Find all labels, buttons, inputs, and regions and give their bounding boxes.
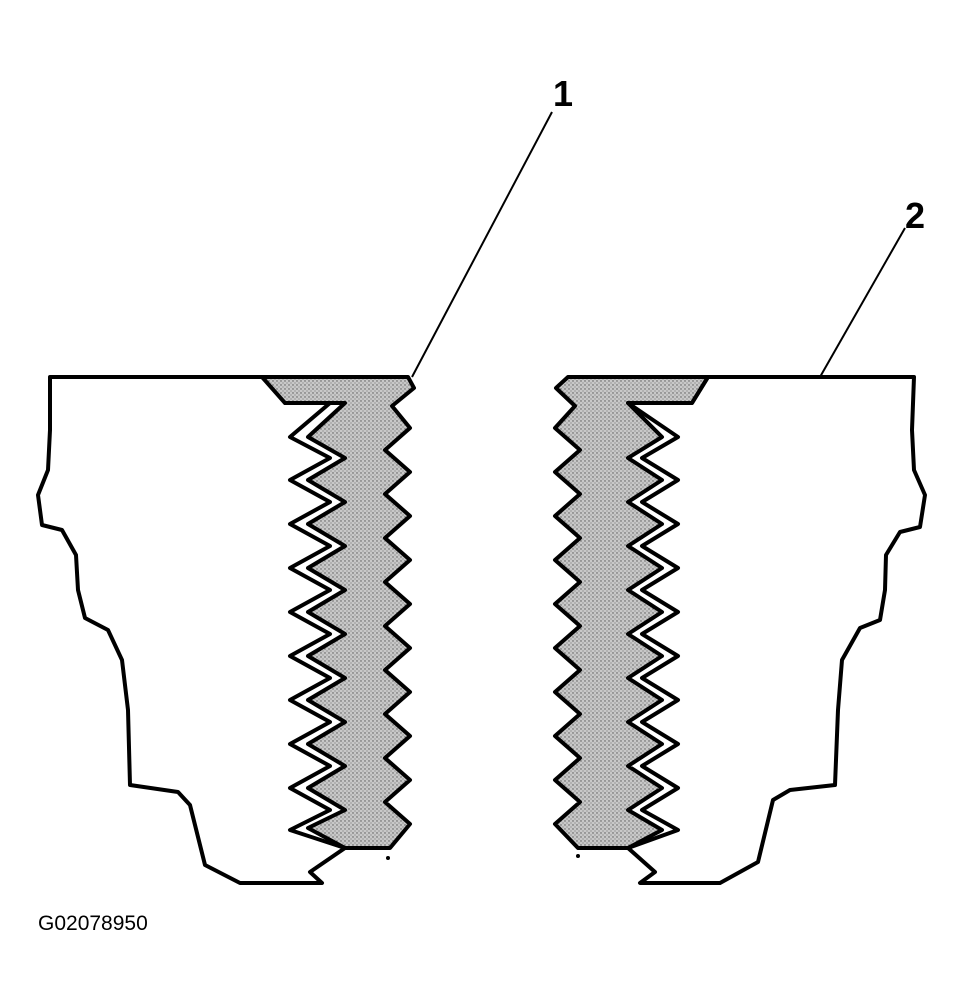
right-housing-section: [626, 375, 927, 885]
left-thread-insert: [260, 375, 416, 850]
left-housing-section: [36, 375, 347, 885]
figure-id: G02078950: [38, 912, 148, 935]
left-insert-tang-mark: [386, 856, 390, 860]
callout-2-number: 2: [905, 195, 925, 236]
callout-2-leader-line: [819, 227, 906, 378]
right-insert-tang-mark: [576, 854, 580, 858]
right-thread-insert: [553, 375, 710, 850]
callout-1-leader-line: [411, 111, 553, 378]
callout-1-number: 1: [553, 73, 573, 114]
